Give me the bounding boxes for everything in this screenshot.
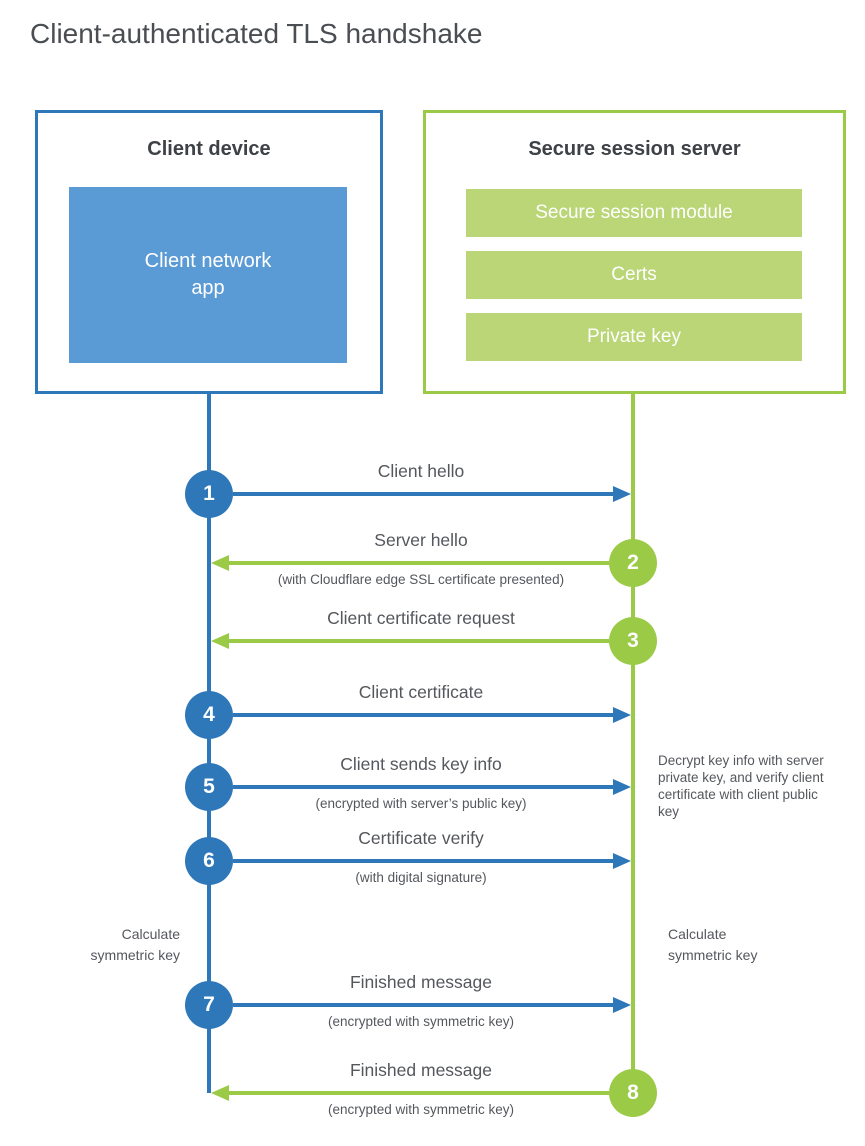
- page-title: Client-authenticated TLS handshake: [30, 18, 483, 49]
- step-5-sublabel: (encrypted with server’s public key): [315, 796, 527, 811]
- step-2-arrow: [229, 561, 609, 565]
- step-4-label: Client certificate: [358, 682, 484, 702]
- step-1-arrowhead-right-icon: [613, 486, 631, 502]
- server-title: Secure session server: [528, 138, 741, 160]
- step-6-arrow: [233, 859, 613, 863]
- step-2-sublabel: (with Cloudflare edge SSL certificate pr…: [277, 572, 565, 587]
- client-device-title: Client device: [147, 138, 271, 160]
- server-module-bar-certs: Certs: [466, 251, 802, 299]
- step-1-arrow: [233, 492, 613, 496]
- step-7-badge: 7: [185, 981, 233, 1029]
- step-3-label: Client certificate request: [327, 608, 515, 628]
- step-1-badge: 1: [185, 470, 233, 518]
- step-2-label: Server hello: [374, 530, 468, 550]
- step-7-arrowhead-right-icon: [613, 997, 631, 1013]
- step-7-arrow: [233, 1003, 613, 1007]
- step-6-arrowhead-right-icon: [613, 853, 631, 869]
- step-5-arrow: [233, 785, 613, 789]
- step-2-arrowhead-left-icon: [211, 555, 229, 571]
- step-4-arrowhead-right-icon: [613, 707, 631, 723]
- client-network-app-box: Client network app: [69, 187, 347, 363]
- step-5-badge: 5: [185, 763, 233, 811]
- step-6-sublabel: (with digital signature): [355, 870, 487, 885]
- step-8-arrowhead-left-icon: [211, 1085, 229, 1101]
- step-7-sublabel: (encrypted with symmetric key): [327, 1014, 515, 1029]
- step-5-label: Client sends key info: [340, 754, 502, 774]
- step-3-arrowhead-left-icon: [211, 633, 229, 649]
- step-8-badge: 8: [609, 1069, 657, 1117]
- step-4-arrow: [233, 713, 613, 717]
- step-4-badge: 4: [185, 691, 233, 739]
- step-2-badge: 2: [609, 539, 657, 587]
- step-8-arrow: [229, 1091, 609, 1095]
- note-decrypt-key-info: Decrypt key info with server private key…: [658, 753, 824, 819]
- step-6-label: Certificate verify: [358, 828, 484, 848]
- server-module-bar-secure-session-module: Secure session module: [466, 189, 802, 237]
- step-6-badge: 6: [185, 837, 233, 885]
- step-1-label: Client hello: [377, 461, 465, 481]
- server-lifeline: [631, 392, 635, 1093]
- step-3-arrow: [229, 639, 609, 643]
- server-module-bar-private-key: Private key: [466, 313, 802, 361]
- step-8-label: Finished message: [349, 1060, 493, 1080]
- client-lifeline: [207, 392, 211, 1093]
- note-calculate-symmetric-key-server: Calculate symmetric key: [668, 926, 758, 963]
- step-3-badge: 3: [609, 617, 657, 665]
- note-calculate-symmetric-key-client: Calculate symmetric key: [90, 926, 180, 963]
- step-8-sublabel: (encrypted with symmetric key): [327, 1102, 515, 1117]
- step-7-label: Finished message: [349, 972, 493, 992]
- step-5-arrowhead-right-icon: [613, 779, 631, 795]
